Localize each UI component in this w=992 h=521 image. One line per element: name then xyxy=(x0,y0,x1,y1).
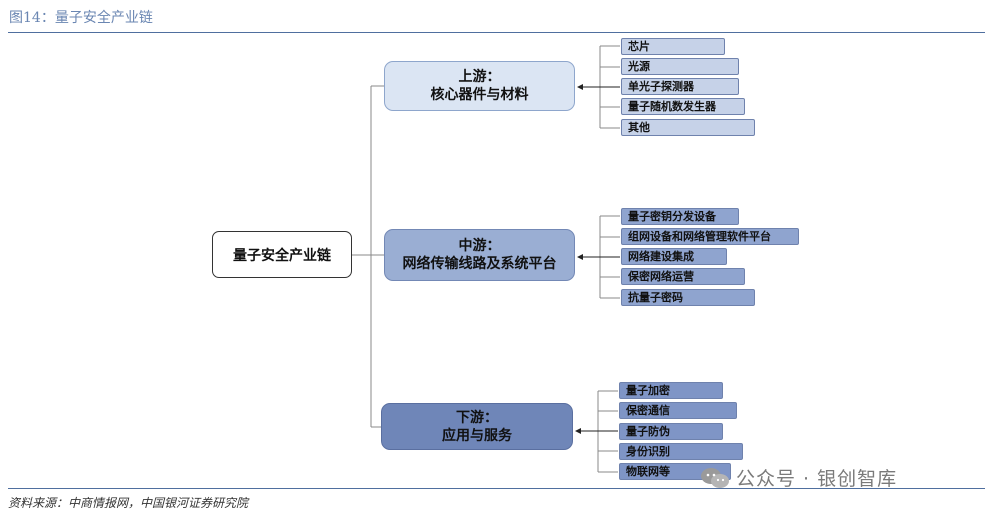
upstream-item: 量子随机数发生器 xyxy=(621,98,745,115)
stage-downstream: 下游： 应用与服务 xyxy=(381,403,573,450)
downstream-item: 身份识别 xyxy=(619,443,743,460)
upstream-item: 光源 xyxy=(621,58,739,75)
upstream-item: 单光子探测器 xyxy=(621,78,739,95)
stage-midstream-heading: 中游： xyxy=(458,238,501,254)
stage-upstream: 上游： 核心器件与材料 xyxy=(384,61,575,111)
source-note: 资料来源：中商情报网，中国银河证券研究院 xyxy=(8,496,249,510)
figure-title: 图14：量子安全产业链 xyxy=(9,10,153,26)
downstream-item: 量子加密 xyxy=(619,382,723,399)
bottom-rule xyxy=(8,488,985,489)
root-node: 量子安全产业链 xyxy=(212,231,352,278)
watermark-text: 公众号 · 银创智库 xyxy=(736,468,898,490)
midstream-item: 保密网络运营 xyxy=(621,268,745,285)
midstream-item: 抗量子密码 xyxy=(621,289,755,306)
stage-upstream-heading: 上游： xyxy=(458,69,501,85)
stage-midstream-label: 网络传输线路及系统平台 xyxy=(402,256,557,272)
top-rule xyxy=(8,32,985,33)
midstream-item: 组网设备和网络管理软件平台 xyxy=(621,228,799,245)
midstream-item: 网络建设集成 xyxy=(621,248,727,265)
upstream-item: 其他 xyxy=(621,119,755,136)
upstream-item: 芯片 xyxy=(621,38,725,55)
stage-upstream-label: 核心器件与材料 xyxy=(430,87,529,103)
downstream-item: 量子防伪 xyxy=(619,423,723,440)
stage-midstream: 中游： 网络传输线路及系统平台 xyxy=(384,229,575,281)
midstream-item: 量子密钥分发设备 xyxy=(621,208,739,225)
watermark: 公众号 · 银创智库 xyxy=(700,464,897,491)
stage-downstream-heading: 下游： xyxy=(456,409,498,426)
wechat-icon xyxy=(701,467,729,488)
downstream-item: 保密通信 xyxy=(619,402,737,419)
stage-downstream-label: 应用与服务 xyxy=(442,427,512,444)
